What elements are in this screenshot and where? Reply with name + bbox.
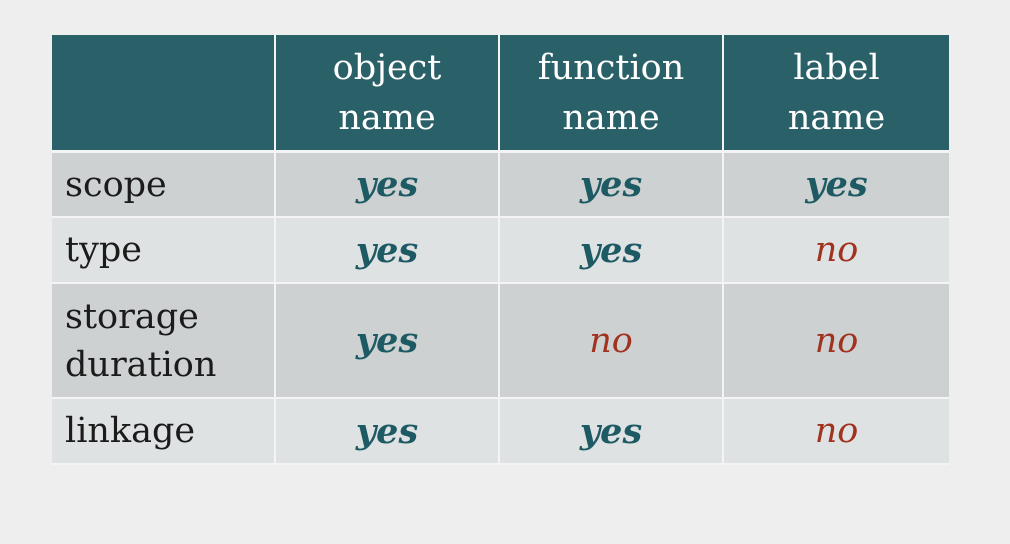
row-label-line: scope — [65, 164, 167, 205]
cell-linkage-label: no — [724, 399, 949, 465]
cell-scope-function: yes — [500, 153, 724, 218]
header-line: name — [562, 97, 660, 138]
table-row-type: type yes yes no — [52, 218, 949, 284]
cell-storage-label: no — [724, 284, 949, 399]
row-label-line: storage — [65, 296, 199, 337]
header-line: name — [787, 97, 886, 138]
header-function-name: function name — [500, 35, 724, 153]
header-line: function — [537, 47, 685, 88]
cell-type-label: no — [724, 218, 949, 284]
table-body: scope yes yes yes type yes yes no storag… — [52, 153, 949, 465]
cell-linkage-function: yes — [500, 399, 724, 465]
header-line: object — [332, 47, 442, 88]
header-line: name — [338, 97, 436, 138]
cell-storage-function: no — [500, 284, 724, 399]
row-label-linkage: linkage — [52, 399, 276, 465]
table-row-storage-duration: storage duration yes no no — [52, 284, 949, 399]
row-label-line: type — [65, 230, 142, 270]
row-label-scope: scope — [52, 153, 276, 218]
header-row: object name function name label name — [52, 35, 949, 153]
row-label-storage-duration: storage duration — [52, 284, 276, 399]
cell-scope-object: yes — [276, 153, 500, 218]
row-label-line: linkage — [65, 411, 196, 451]
table-header: object name function name label name — [52, 35, 949, 153]
cell-scope-label: yes — [724, 153, 949, 218]
cell-type-object: yes — [276, 218, 500, 284]
header-corner-cell — [52, 35, 276, 153]
header-line: label — [793, 47, 880, 88]
row-label-line: duration — [65, 344, 217, 385]
header-object-name: object name — [276, 35, 500, 153]
comparison-table: object name function name label name sco… — [52, 35, 949, 465]
cell-storage-object: yes — [276, 284, 500, 399]
row-label-type: type — [52, 218, 276, 284]
cell-type-function: yes — [500, 218, 724, 284]
cell-linkage-object: yes — [276, 399, 500, 465]
header-label-name: label name — [724, 35, 949, 153]
table-row-linkage: linkage yes yes no — [52, 399, 949, 465]
table-row-scope: scope yes yes yes — [52, 153, 949, 218]
